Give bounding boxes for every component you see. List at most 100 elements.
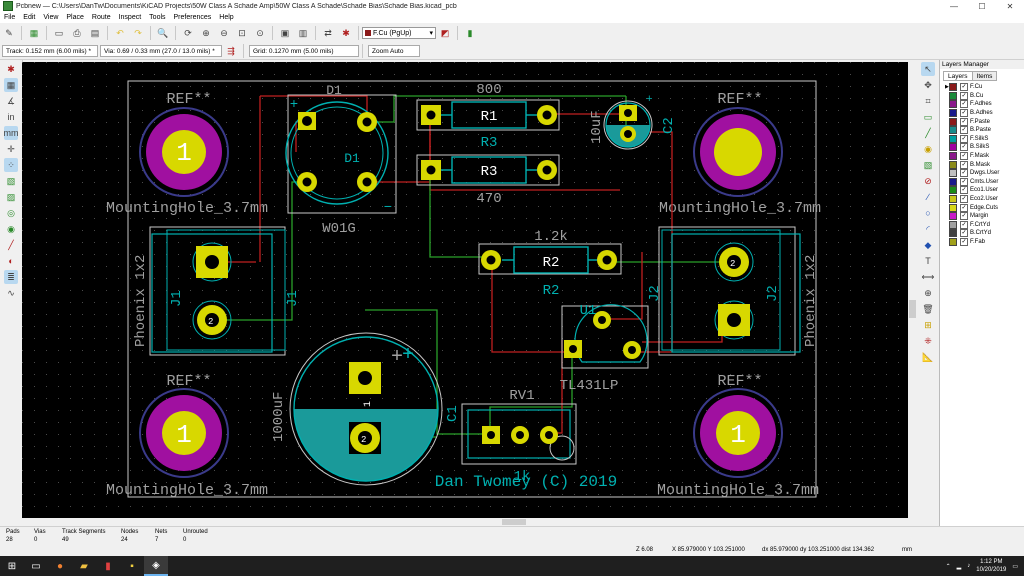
minimize-button[interactable]: — <box>950 1 958 11</box>
refresh-icon[interactable]: ⟳ <box>184 27 192 38</box>
keepout-icon[interactable]: ⊘ <box>924 175 932 186</box>
footprint-c1[interactable]: 2 1 + + 1000uF C1 <box>271 332 461 486</box>
footprint-r2[interactable]: R2 1.2k R2 <box>478 229 622 299</box>
layer-visibility-checkbox[interactable]: ✓ <box>960 143 968 152</box>
layer-row[interactable]: ✓B.Mask <box>940 160 1024 169</box>
horizontal-scroll-thumb[interactable] <box>502 519 526 525</box>
vias-sketch-icon[interactable]: ◉ <box>7 223 15 234</box>
layer-color-swatch[interactable] <box>949 117 957 126</box>
layer-row[interactable]: ✓F.Paste <box>940 117 1024 126</box>
layer-visibility-checkbox[interactable]: ✓ <box>960 160 968 169</box>
drill-origin-icon[interactable]: ⊞ <box>924 319 932 330</box>
high-contrast-icon[interactable]: ◐ <box>8 256 14 266</box>
layer-row[interactable]: ✓F.Mask <box>940 152 1024 161</box>
menu-place[interactable]: Place <box>66 14 84 21</box>
layer-row[interactable]: ✓Edge.Cuts <box>940 203 1024 212</box>
close-button[interactable]: ✕ <box>1006 1 1014 11</box>
footprint-d1[interactable]: D1 D1 W01G + − <box>285 83 397 237</box>
zoom-select[interactable]: Zoom Auto <box>368 45 420 57</box>
firefox-icon[interactable]: ● <box>56 560 64 572</box>
network-icon[interactable]: ▂ <box>956 563 962 570</box>
delete-icon[interactable]: 🗑 <box>922 303 934 314</box>
cursor-shape-icon[interactable]: ✛ <box>7 143 15 154</box>
layer-visibility-checkbox[interactable]: ✓ <box>960 220 968 229</box>
layer-row[interactable]: ✓B.CrtYd <box>940 229 1024 238</box>
footprint-rv1[interactable]: RV1 1k <box>461 388 577 485</box>
scripting-console-icon[interactable]: ▮ <box>467 27 473 38</box>
page-settings-icon[interactable]: ▭ <box>54 27 64 38</box>
zoom-fit-icon[interactable]: ⊡ <box>238 27 246 38</box>
layers-manager-icon[interactable]: ≣ <box>4 270 18 284</box>
units-mm-icon[interactable]: mm <box>3 126 19 140</box>
layer-color-swatch[interactable] <box>949 126 957 135</box>
print-icon[interactable]: ⎙ <box>73 27 81 38</box>
microwave-toolbar-icon[interactable]: ∿ <box>7 287 15 298</box>
local-ratsnest-icon[interactable]: ⌗ <box>925 95 931 106</box>
highlight-net-icon[interactable]: ✥ <box>924 79 932 90</box>
select-arrow-icon[interactable]: ↖ <box>921 62 935 76</box>
layer-row[interactable]: ✓Cmts.User <box>940 177 1024 187</box>
new-board-icon[interactable]: ✎ <box>5 27 13 38</box>
layer-color-swatch[interactable] <box>949 220 957 229</box>
grid-origin-icon[interactable]: ⁜ <box>924 335 932 346</box>
menu-help[interactable]: Help <box>219 14 234 21</box>
footprint-r1[interactable]: R1 800 <box>416 82 560 131</box>
layer-color-swatch[interactable] <box>949 203 957 212</box>
board-setup-icon[interactable]: ▦ <box>29 27 39 38</box>
layer-row[interactable]: ✓F.Adhes <box>940 100 1024 109</box>
layer-color-swatch[interactable] <box>949 134 957 143</box>
layer-color-swatch[interactable] <box>949 143 957 152</box>
tray-chevron-icon[interactable]: ⌃ <box>945 563 951 570</box>
vertical-scroll-thumb[interactable] <box>909 300 916 318</box>
layer-visibility-checkbox[interactable]: ✓ <box>960 212 968 221</box>
layer-row[interactable]: ▶✓F.Cu <box>940 83 1024 92</box>
plot-icon[interactable]: ▤ <box>90 27 100 38</box>
kicad-pcbnew-task-icon[interactable]: ◈ <box>144 556 168 576</box>
units-inch-icon[interactable]: in <box>7 112 15 122</box>
zoom-out-icon[interactable]: ⊖ <box>220 27 228 38</box>
tab-layers[interactable]: Layers <box>943 71 973 81</box>
layer-visibility-checkbox[interactable]: ✓ <box>960 237 968 246</box>
pads-sketch-icon[interactable]: ◎ <box>7 207 15 218</box>
layer-row[interactable]: ✓Margin <box>940 212 1024 221</box>
taskbar-clock[interactable]: 1:12 PM 10/20/2019 <box>976 558 1006 574</box>
layer-row[interactable]: ✓F.Fab <box>940 237 1024 247</box>
footprint-j1[interactable]: 2 J1 J1 Phoenix 1x2 <box>133 226 301 356</box>
auto-track-width-icon[interactable]: ⇶ <box>227 45 235 56</box>
route-track-icon[interactable]: ╱ <box>925 127 931 138</box>
add-circle-icon[interactable]: ○ <box>925 208 931 218</box>
zone-outline-icon[interactable]: ▨ <box>6 191 16 202</box>
layer-visibility-checkbox[interactable]: ✓ <box>960 126 968 135</box>
layer-visibility-checkbox[interactable]: ✓ <box>960 109 968 118</box>
footprint-u1[interactable]: U1 TL431LP <box>560 303 649 394</box>
layer-visibility-checkbox[interactable]: ✓ <box>960 91 968 100</box>
layer-visibility-checkbox[interactable]: ✓ <box>960 203 968 212</box>
horizontal-scrollbar[interactable] <box>22 518 908 526</box>
layer-color-swatch[interactable] <box>949 100 957 109</box>
layer-row[interactable]: ✓Eco1.User <box>940 186 1024 195</box>
add-via-icon[interactable]: ◉ <box>924 143 932 154</box>
pcb-drawing[interactable]: 1 REF** MountingHole_3.7mm REF** Mountin… <box>22 62 908 518</box>
file-explorer-icon[interactable]: ▰ <box>80 560 88 572</box>
task-view-icon[interactable]: ▭ <box>31 560 41 572</box>
footprint-j2[interactable]: 2 J2 J2 Phoenix 1x2 <box>647 226 819 356</box>
layer-visibility-checkbox[interactable]: ✓ <box>960 83 968 92</box>
footprint-r3[interactable]: R3 R3 470 <box>416 135 560 207</box>
mounting-hole-bottom-right[interactable]: 1 REF** MountingHole_3.7mm <box>657 373 819 499</box>
grid-display-icon[interactable]: ▦ <box>4 78 18 92</box>
layer-visibility-checkbox[interactable]: ✓ <box>960 152 968 161</box>
update-from-schematic-icon[interactable]: ⇄ <box>324 27 332 38</box>
layer-color-swatch[interactable] <box>949 237 957 246</box>
maximize-button[interactable]: ☐ <box>978 1 986 11</box>
add-line-icon[interactable]: ∕ <box>927 192 929 202</box>
add-polygon-icon[interactable]: ◆ <box>924 239 932 250</box>
menu-preferences[interactable]: Preferences <box>173 14 212 21</box>
menu-tools[interactable]: Tools <box>149 14 166 21</box>
find-icon[interactable]: 🔍 <box>157 27 169 38</box>
layer-row[interactable]: ✓B.Adhes <box>940 109 1024 118</box>
menu-edit[interactable]: Edit <box>23 14 36 21</box>
layer-color-swatch[interactable] <box>949 169 957 178</box>
layer-color-swatch[interactable] <box>949 160 957 169</box>
track-width-select[interactable]: Track: 0.152 mm (6.00 mils) * <box>2 45 98 57</box>
layer-visibility-checkbox[interactable]: ✓ <box>960 169 968 178</box>
